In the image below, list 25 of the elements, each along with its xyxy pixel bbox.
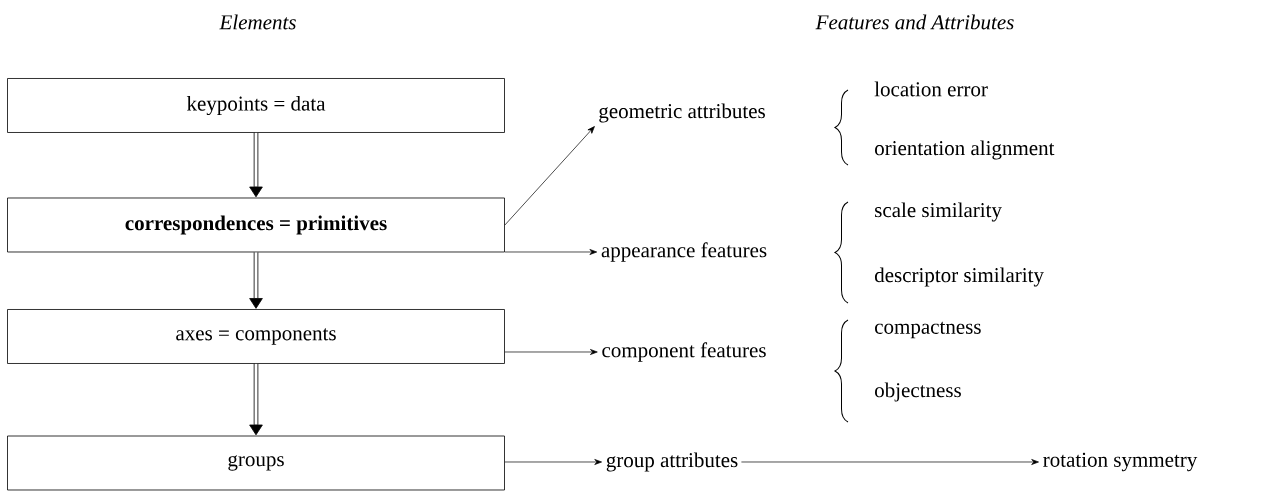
process-box: keypoints = data <box>7 78 505 133</box>
feature-text: appearance features <box>601 242 767 262</box>
attribute-text: location error <box>874 81 988 97</box>
attribute-text: scale similarity <box>875 202 1002 222</box>
process-box: axes = components <box>7 309 505 364</box>
arrow <box>249 132 263 198</box>
column-heading: Features and Attributes <box>815 14 1014 30</box>
arrow <box>504 249 598 255</box>
attribute-text: objectness <box>875 382 961 402</box>
column-heading: Elements <box>219 14 296 30</box>
feature-text: rotation symmetry <box>1043 452 1198 472</box>
arrow <box>504 126 595 226</box>
attribute-text: orientation alignment <box>875 140 1055 160</box>
feature-text: group attributes <box>606 452 738 472</box>
attribute-text: compactness <box>875 321 981 339</box>
arrow <box>741 459 1039 465</box>
process-box: groups <box>7 435 505 491</box>
feature-text: component features <box>602 342 766 362</box>
process-box: correspondences = primitives <box>7 197 505 253</box>
arrow <box>249 363 263 436</box>
attribute-text: descriptor similarity <box>874 267 1044 287</box>
arrow <box>504 459 602 465</box>
feature-text: geometric attributes <box>599 103 765 123</box>
arrow <box>249 252 263 309</box>
arrow <box>504 349 598 355</box>
